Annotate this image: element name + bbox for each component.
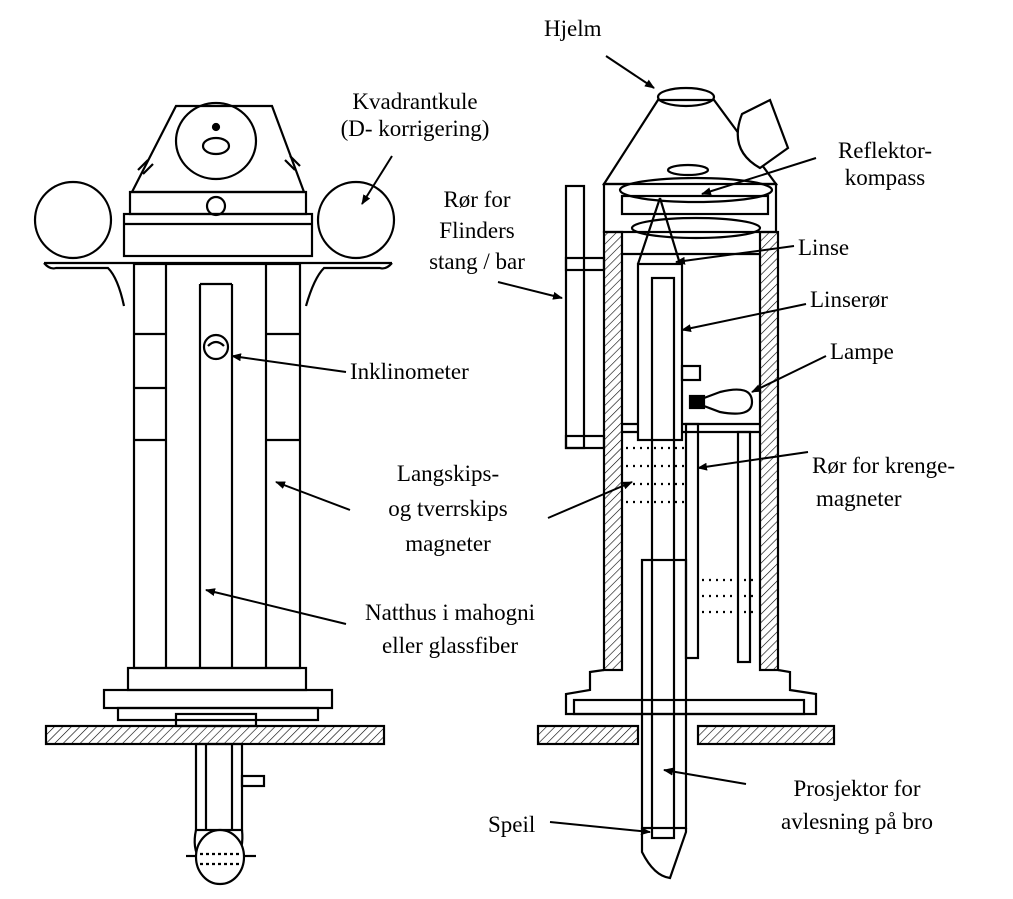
- arrow-flinders: [497, 281, 563, 300]
- label-langskips-line1: Langskips-: [396, 461, 500, 486]
- label-lampe: Lampe: [830, 339, 894, 364]
- label-speil: Speil: [488, 812, 536, 837]
- label-flinders-line3: stang / bar: [429, 249, 525, 274]
- arrow-langskips-left: [275, 481, 351, 511]
- arrow-inklinometer: [231, 353, 347, 373]
- arrow-langskips-right: [547, 481, 633, 519]
- label-natthus-line1: Natthus i mahogni: [365, 600, 535, 625]
- label-kvadrantkule: Kvadrantkule (D- korrigering): [320, 88, 510, 142]
- label-flinders-line1: Rør for: [443, 187, 511, 212]
- arrow-speil: [549, 821, 651, 836]
- label-kvadrantkule-line2: (D- korrigering): [340, 116, 490, 141]
- leader-lines: [205, 55, 827, 836]
- label-langskips-tverrskips-magneter: Langskips- og tverrskips magneter: [350, 456, 546, 561]
- arrow-krenge: [697, 451, 809, 471]
- right-binnacle-section: [536, 86, 836, 880]
- label-linse: Linse: [798, 235, 850, 260]
- arrow-linse: [675, 245, 795, 265]
- label-langskips-line2: og tverrskips: [388, 496, 508, 521]
- label-kvadrantkule-line1: Kvadrantkule: [352, 89, 478, 114]
- label-inklinometer: Inklinometer: [350, 359, 469, 384]
- arrow-lampe: [751, 355, 827, 393]
- label-ror-for-krengemagneter: Rør for krenge- magneter: [812, 449, 955, 515]
- arrow-prosjektor: [663, 767, 747, 785]
- label-ror-for-flinders: Rør for Flinders stang / bar: [404, 184, 550, 277]
- arrow-linseror: [681, 303, 807, 333]
- arrow-reflektor: [701, 157, 817, 196]
- left-binnacle-exterior: [33, 101, 396, 886]
- label-linseror: Linserør: [810, 287, 888, 312]
- label-hjelm: Hjelm: [544, 16, 602, 41]
- label-reflektorkompass: Reflektor- kompass: [800, 137, 970, 191]
- label-natthus-line2: eller glassfiber: [381, 633, 519, 658]
- label-reflektor-line1: Reflektor-: [837, 138, 933, 163]
- label-prosjektor-line2: avlesning på bro: [780, 809, 933, 834]
- arrow-natthus: [205, 588, 347, 625]
- label-prosjektor: Prosjektor for avlesning på bro: [752, 772, 962, 838]
- label-reflektor-line2: kompass: [844, 165, 926, 190]
- arrow-hjelm: [605, 55, 655, 89]
- label-krenge-line1: Rør for krenge-: [812, 453, 956, 478]
- label-prosjektor-line1: Prosjektor for: [793, 776, 921, 801]
- label-flinders-line2: Flinders: [439, 218, 515, 243]
- label-langskips-line3: magneter: [405, 531, 491, 556]
- label-natthus: Natthus i mahogni eller glassfiber: [346, 596, 554, 662]
- arrow-kvadrantkule: [361, 155, 393, 205]
- label-krenge-line2: magneter: [816, 486, 902, 511]
